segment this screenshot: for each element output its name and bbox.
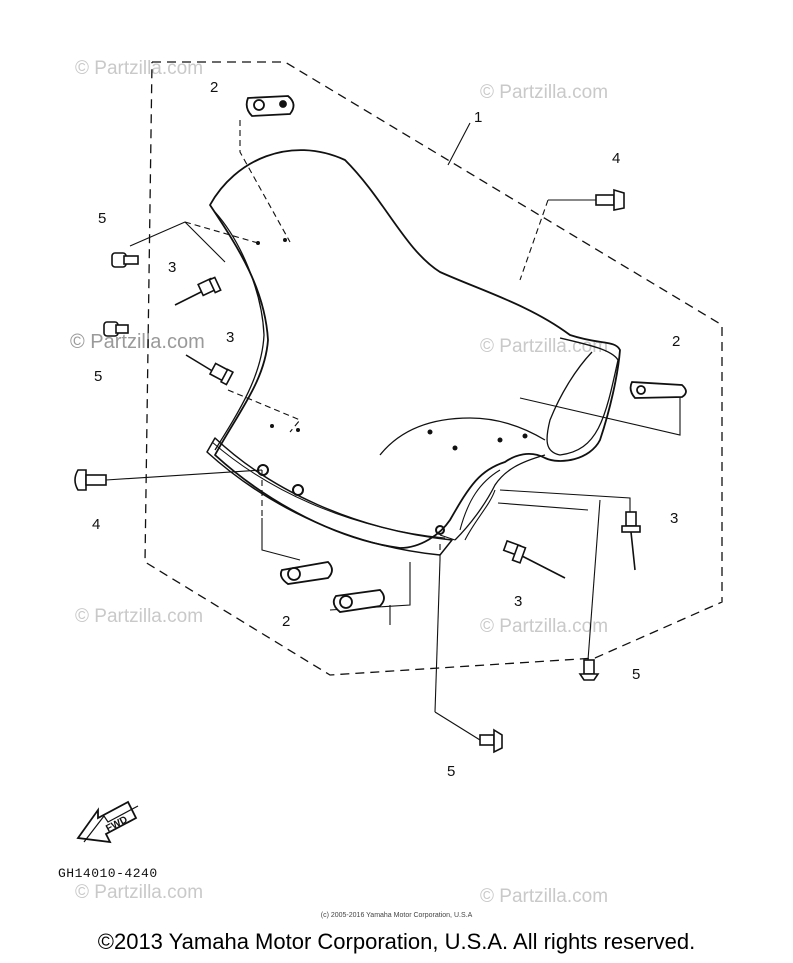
copyright-small: (c) 2005-2016 Yamaha Motor Corporation, … (320, 912, 473, 919)
watermark-text: © Partzilla.com (480, 82, 608, 103)
callouts: 1 2 2 2 3 3 3 3 4 4 5 5 5 5 (92, 79, 680, 780)
callout-3: 3 (168, 259, 176, 276)
rivet-3 (502, 539, 566, 579)
well-nut-2 (629, 381, 687, 399)
callout-3: 3 (226, 329, 234, 346)
watermark-text: © Partzilla.com (75, 882, 203, 903)
fwd-arrow-icon: FWD (76, 800, 139, 844)
callout-2: 2 (210, 79, 218, 96)
rivet-3 (185, 354, 235, 386)
copyright: ©2013 Yamaha Motor Corporation, U.S.A. A… (97, 929, 696, 954)
callout-4: 4 (612, 150, 620, 167)
bolt-5 (103, 321, 129, 337)
screw-4 (595, 188, 625, 211)
callout-5: 5 (98, 210, 106, 227)
well-nut-2 (332, 589, 385, 613)
callout-5: 5 (447, 763, 455, 780)
rivet-3 (621, 511, 641, 571)
diagram-code: GH14010-4240 (58, 866, 158, 881)
bolt-5 (479, 728, 503, 754)
callout-5: 5 (632, 666, 640, 683)
watermarks: © Partzilla.com © Partzilla.com © Partzi… (70, 58, 608, 907)
callout-3: 3 (514, 593, 522, 610)
well-nut-2 (245, 95, 295, 117)
assembly-boundary (144, 61, 723, 676)
callout-2: 2 (282, 613, 290, 630)
windshield-body (206, 149, 621, 556)
watermark-text: © Partzilla.com (75, 606, 203, 627)
screw-4 (74, 469, 107, 491)
rivet-3 (174, 276, 222, 306)
callout-4: 4 (92, 516, 100, 533)
callout-1: 1 (474, 109, 482, 126)
mounting-holes (256, 238, 528, 535)
callout-5: 5 (94, 368, 102, 385)
bolt-5 (578, 659, 600, 681)
callout-2: 2 (672, 333, 680, 350)
watermark-text: © Partzilla.com (75, 58, 203, 79)
watermark-text: © Partzilla.com (70, 331, 205, 353)
watermark-text: © Partzilla.com (480, 886, 608, 907)
leader-lines (105, 120, 681, 741)
well-nut-2 (279, 561, 333, 585)
callout-3: 3 (670, 510, 678, 527)
watermark-text: © Partzilla.com (480, 616, 608, 637)
bolt-5 (111, 252, 139, 268)
